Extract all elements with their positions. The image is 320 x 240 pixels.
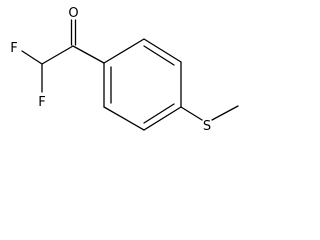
- chemical-structure: O F F S: [10, 6, 239, 134]
- bonds: [21, 19, 239, 131]
- atom-labels: O F F S: [10, 6, 211, 134]
- atom-fluorine-2: F: [38, 95, 45, 110]
- bond-s-methyl: [211, 105, 239, 121]
- ring-bond-1: [103, 38, 145, 64]
- bond-c1-ring: [72, 45, 105, 64]
- ring-bond-5: [103, 106, 145, 131]
- bond-c1-c2: [41, 45, 74, 65]
- ring-bond-4: [143, 106, 182, 131]
- atom-fluorine-1: F: [10, 41, 17, 56]
- ring-bond-2: [143, 38, 182, 63]
- atom-sulfur: S: [203, 119, 211, 134]
- ring-double-2: [143, 103, 175, 124]
- bond-ring-s: [180, 106, 203, 121]
- bond-c2-f1: [21, 50, 43, 65]
- atom-oxygen: O: [68, 6, 78, 21]
- ring-double-1: [143, 45, 175, 66]
